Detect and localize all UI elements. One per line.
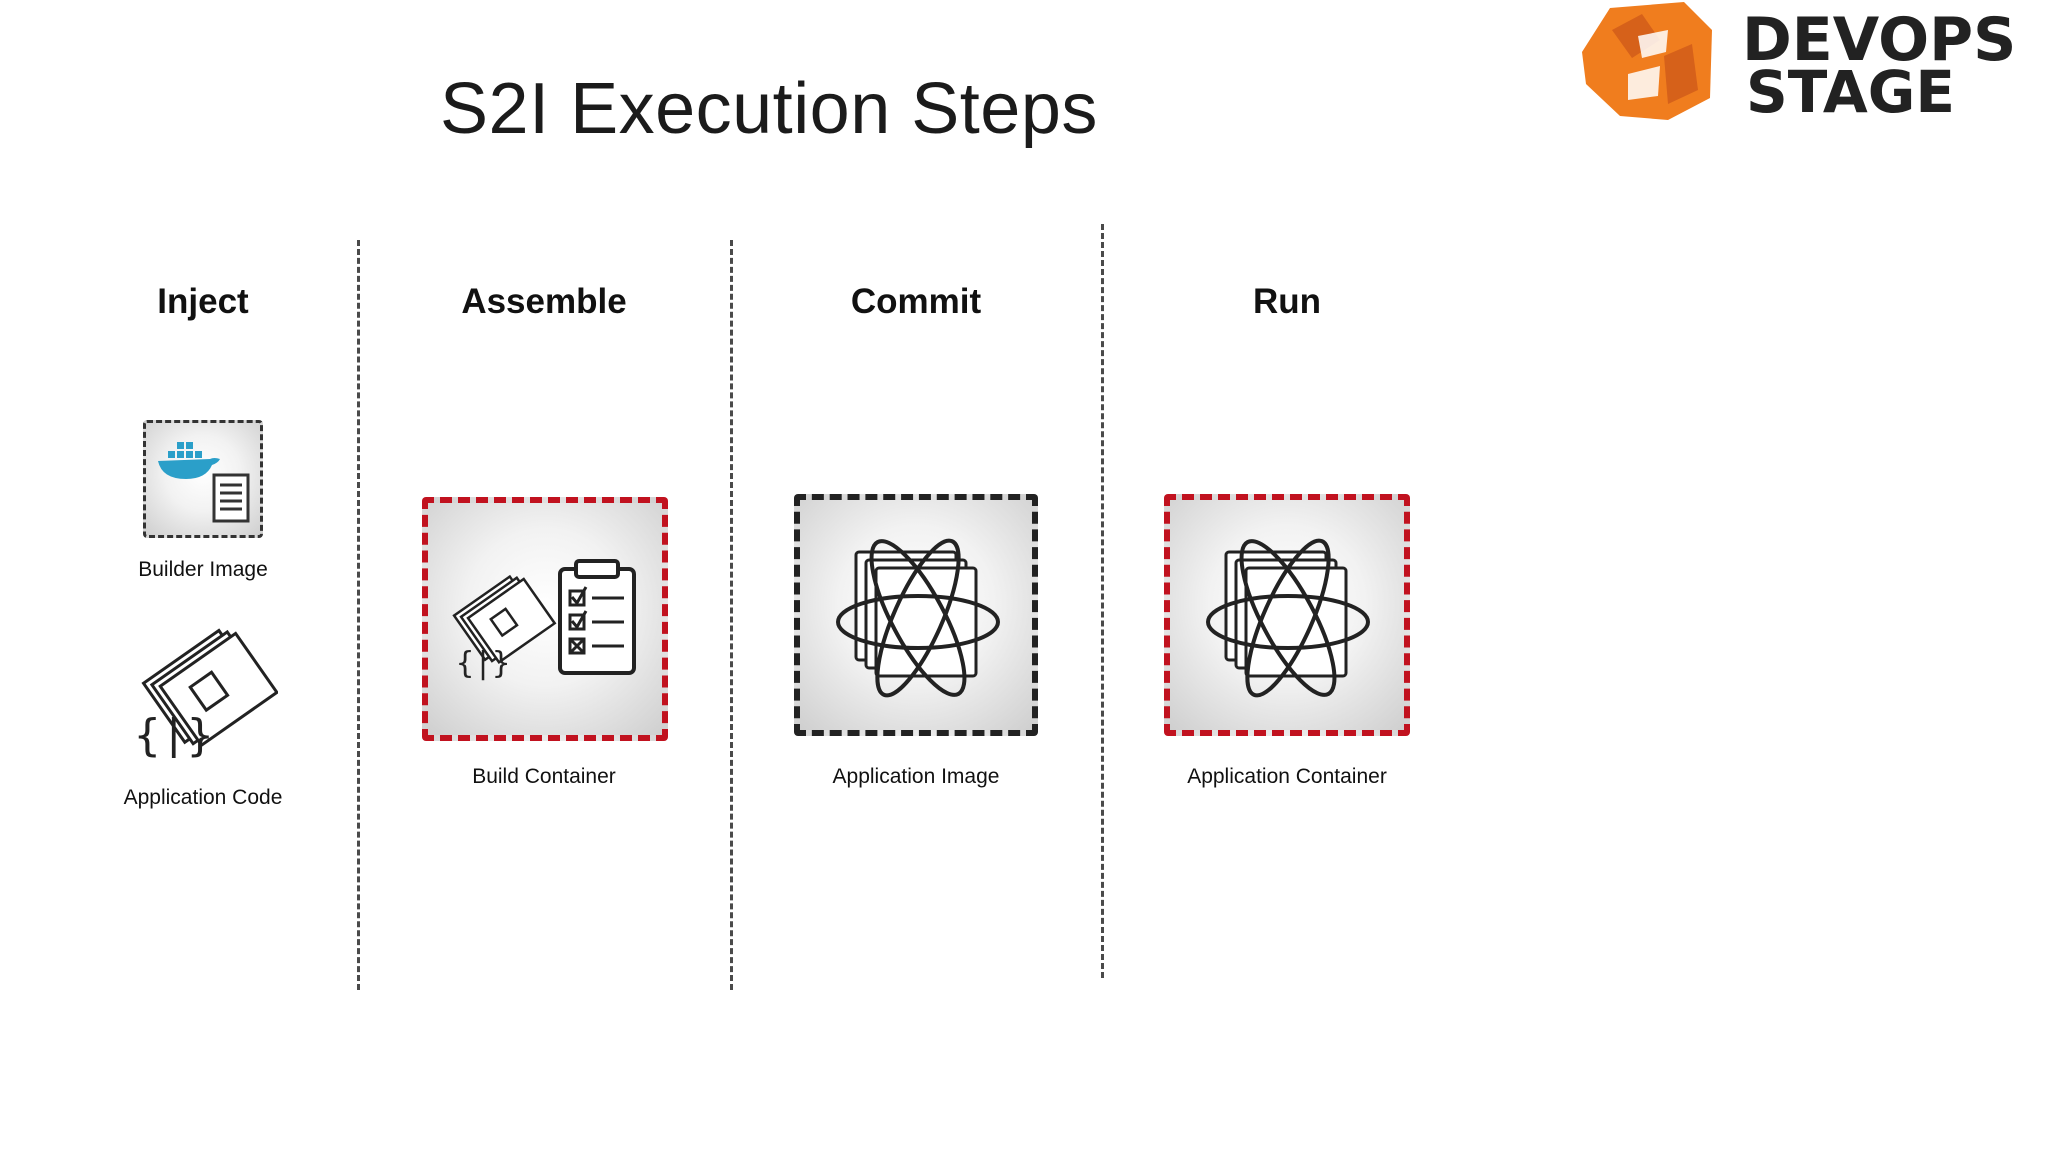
caption-application-container: Application Container <box>1187 765 1387 788</box>
logo-line2: STAGE <box>1746 58 1955 124</box>
devops-stage-logo: DEVOPS STAGE <box>1572 0 2048 124</box>
heading-assemble: Assemble <box>461 282 627 321</box>
code-stack-icon: {|} <box>134 628 279 761</box>
code-stack-icon: {|} <box>452 574 557 681</box>
orbit-windows-icon <box>1206 538 1370 698</box>
caption-build-container: Build Container <box>472 765 616 788</box>
application-image-box <box>794 494 1038 736</box>
build-container-box: {|} <box>422 497 668 741</box>
column-divider <box>730 240 733 990</box>
document-list-icon <box>212 473 250 523</box>
heading-inject: Inject <box>157 282 249 321</box>
application-container-box <box>1164 494 1410 736</box>
svg-text:{|}: {|} <box>456 646 510 681</box>
svg-text:{|}: {|} <box>134 710 213 758</box>
checklist-clipboard-icon <box>558 559 636 675</box>
logo-mark-icon <box>1582 2 1712 120</box>
heading-run: Run <box>1252 282 1322 321</box>
page-title: S2I Execution Steps <box>440 69 1098 149</box>
column-divider <box>357 240 360 990</box>
heading-commit: Commit <box>850 282 982 321</box>
application-code-graphic: {|} <box>128 618 279 761</box>
docker-whale-icon <box>158 442 220 479</box>
caption-builder-image: Builder Image <box>138 558 268 581</box>
column-divider <box>1101 224 1104 978</box>
builder-image-box <box>143 420 263 538</box>
logo-line1: DEVOPS <box>1742 5 2016 75</box>
caption-application-code: Application Code <box>123 786 283 809</box>
caption-application-image: Application Image <box>832 765 1000 788</box>
orbit-windows-icon <box>836 538 1000 698</box>
